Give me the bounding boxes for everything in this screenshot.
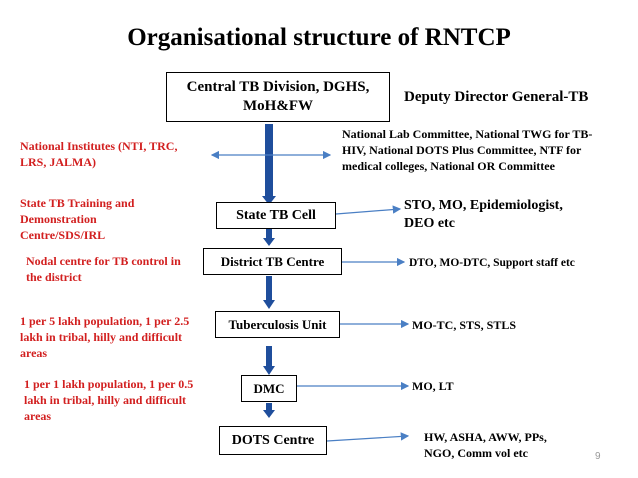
state-staff-label: STO, MO, Epidemiologist, DEO etc: [404, 198, 563, 231]
down-arrow-tu-dmc: [263, 346, 275, 375]
dmc-box: DMC: [241, 375, 297, 402]
district-tb-centre-box: District TB Centre: [203, 248, 342, 275]
state-training-label: State TB Training and Demonstration Cent…: [20, 196, 135, 242]
connector-dots-staff: [326, 432, 410, 442]
tuberculosis-unit-label: Tuberculosis Unit: [228, 316, 327, 332]
dmc-label: DMC: [253, 380, 285, 396]
down-arrow-district-tu: [263, 276, 275, 309]
dots-centre-label: DOTS Centre: [231, 432, 315, 448]
down-arrow-state-district: [263, 229, 275, 246]
state-tb-cell-label: State TB Cell: [236, 207, 316, 223]
down-arrow-dmc-dots: [263, 403, 275, 418]
central-tb-division-label: Central TB Division, DGHS, MoH&FW: [186, 79, 370, 114]
dots-centre-box: DOTS Centre: [219, 426, 327, 455]
state-tb-cell-box: State TB Cell: [216, 202, 336, 229]
down-arrow-central-state: [262, 124, 276, 205]
deputy-director-label: Deputy Director General-TB: [404, 89, 589, 105]
district-tb-centre-label: District TB Centre: [220, 253, 325, 269]
district-staff-label: DTO, MO-DTC, Support staff etc: [409, 257, 575, 269]
dmc-norm-label: 1 per 1 lakh population, 1 per 0.5 lakh …: [24, 377, 194, 423]
page-number: 9: [595, 451, 601, 462]
nodal-centre-label: Nodal centre for TB control in the distr…: [26, 254, 181, 284]
tuberculosis-unit-box: Tuberculosis Unit: [215, 311, 340, 338]
tu-norm-label: 1 per 5 lakh population, 1 per 2.5 lakh …: [20, 314, 190, 360]
page-title: Organisational structure of RNTCP: [127, 24, 511, 51]
national-institutes-label: National Institutes (NTI, TRC, LRS, JALM…: [20, 139, 178, 169]
tu-staff-label: MO-TC, STS, STLS: [412, 318, 517, 332]
connector-state-staff: [335, 205, 402, 215]
dots-staff-label: HW, ASHA, AWW, PPs, NGO, Comm vol etc: [424, 430, 547, 460]
central-tb-division-box: Central TB Division, DGHS, MoH&FW: [166, 72, 390, 122]
national-committees-label: National Lab Committee, National TWG for…: [342, 127, 593, 173]
dmc-staff-label: MO, LT: [412, 379, 454, 393]
